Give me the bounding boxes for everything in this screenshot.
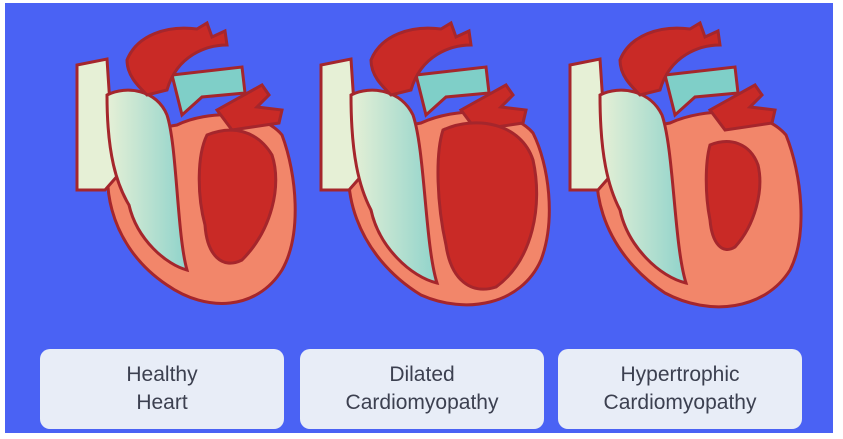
hypertrophic-heart-icon: [550, 15, 810, 315]
dilated-heart-icon: [301, 15, 561, 315]
label-line2: Cardiomyopathy: [346, 389, 499, 417]
label-line1: Healthy: [126, 361, 197, 389]
label-line2: Cardiomyopathy: [604, 389, 757, 417]
label-card-dilated: Dilated Cardiomyopathy: [300, 349, 544, 429]
label-card-healthy: Healthy Heart: [40, 349, 284, 429]
label-card-hypertrophic: Hypertrophic Cardiomyopathy: [558, 349, 802, 429]
label-line1: Dilated: [389, 361, 454, 389]
label-line2: Heart: [136, 389, 187, 417]
label-line1: Hypertrophic: [620, 361, 739, 389]
diagram-panel: Healthy Heart Dilated Cardiomyopathy Hyp…: [5, 3, 833, 433]
healthy-heart-icon: [57, 15, 317, 315]
